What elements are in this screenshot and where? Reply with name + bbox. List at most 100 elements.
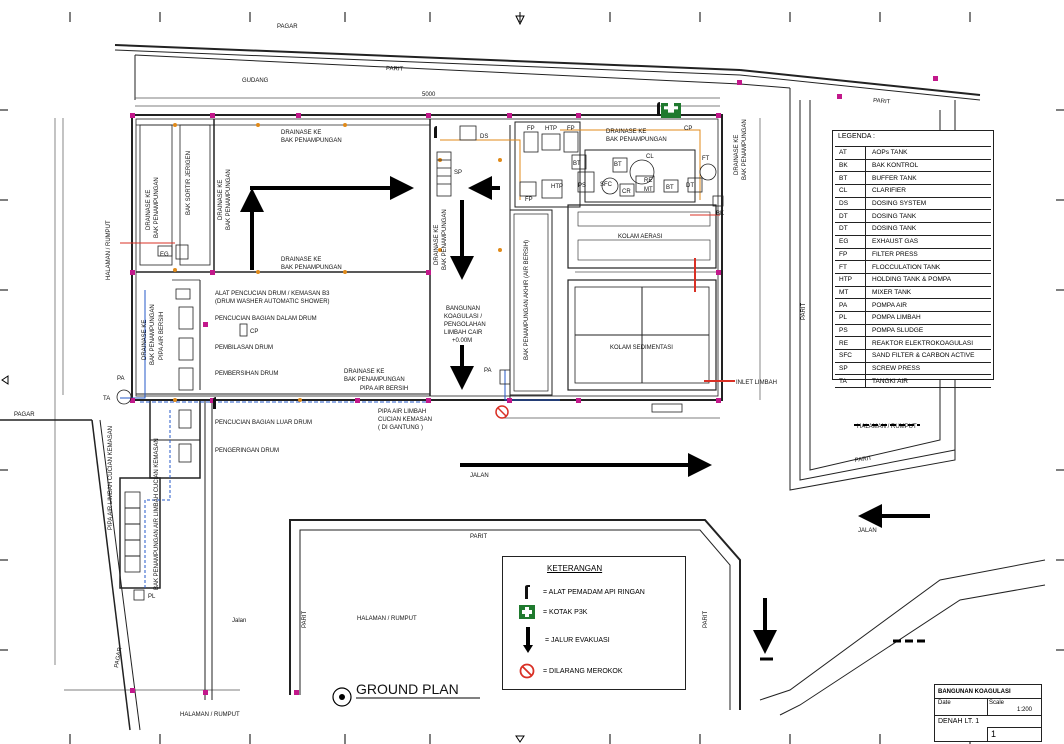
drainase-v3: DRAINASE KE [434,225,440,265]
legend-code: CL [835,185,866,197]
parit-far-right-label: PARIT [801,302,807,320]
equipment-symbols [116,125,724,601]
legend-description: BAK KONTROL [872,162,919,170]
pipa-limbah-2: CUCIAN KEMASAN [378,417,432,423]
halaman-right-label: HALAMAN / RUMPUT [857,424,917,430]
inlet-limbah: INLET LIMBAH [736,380,777,386]
drainase-top-1: DRAINASE KE [281,130,321,136]
legend-description: MIXER TANK [872,288,912,296]
bak-vertical: BAK PENAMPUNGAN AIR LIMBAH CUCIAN KEMASA… [154,438,160,590]
legend-description: FLOCCULATION TANK [872,263,941,271]
jalan-label: JALAN [470,473,489,479]
parit-left-label: PARIT [302,610,308,628]
eq-cl: CL [646,154,654,160]
equipment-labels: DS SP FP HTP FP HTP FP BT PS SFC RE BT C… [103,126,724,600]
kolam-sedimentasi: KOLAM SEDIMENTASI [610,345,673,351]
bak-akhir: BAK PENAMPUNGAN AKHIR (AIR BERSIH) [524,240,530,360]
legend-code: BK [835,159,866,172]
lower-roads [0,419,1046,731]
no-smoking-icon [519,663,535,679]
eq-cr: CR [622,189,631,195]
eq-ds: DS [480,134,488,140]
eq-sp: SP [454,170,462,176]
legend-code: PA [835,299,866,311]
drainase-v5b: BAK PENAMPUNGAN [742,119,748,180]
parit-top-label: PARIT [386,66,404,73]
legend-code: DT [835,210,866,223]
keterangan-label-merokok: = DILARANG MEROKOK [543,667,623,675]
drainase-lower-2: BAK PENAMPUNGAN [344,377,405,383]
north-marker-left [1,375,9,385]
first-aid-icon [519,605,535,619]
pengeringan: PENGERINGAN DRUM [215,448,279,454]
legend-description: DOSING TANK [872,225,917,233]
legend-description: EXHAUST GAS [872,238,919,246]
drainase-lower-1: DRAINASE KE [344,369,384,375]
evacuation-arrow-icon [523,627,533,653]
pagar-top-label: PAGAR [277,24,298,30]
bak-sortir: BAK SORTIR JERIGEN [186,151,192,215]
drainase-v1b: BAK PENAMPUNGAN [154,177,160,238]
title-block-number: 1 [991,729,997,739]
parit-road-label: PARIT [854,456,872,464]
legend-description: SAND FILTER & CARBON ACTIVE [872,352,975,360]
dimension-lines [54,97,761,691]
eq-re: RE [644,178,652,184]
keterangan-row-p3k: = KOTAK P3K [519,605,587,619]
alat-pencucian-2: (DRUM WASHER AUTOMATIC SHOWER) [215,299,330,305]
parit-right-top-label: PARIT [873,98,891,106]
pagar-left-label: PAGAR [14,412,35,418]
drainase-right-2: BAK PENAMPUNGAN [606,137,667,143]
legend-code: FP [835,248,866,261]
eq-mt: MT [644,187,653,193]
keterangan-row-merokok: = DILARANG MEROKOK [519,663,623,679]
fire-extinguisher-icon-plan-2 [213,397,216,409]
drainase-top-2: BAK PENAMPUNGAN [281,138,342,144]
fire-extinguisher-icon [525,585,530,599]
halaman-top-label: HALAMAN / RUMPUT [106,220,112,280]
jalan-right-label: JALAN [858,528,877,534]
title-block-date-label: Date [938,700,951,706]
eq-bt2: BT [614,162,622,168]
no-smoking-icon-plan [495,405,509,419]
title-block-scale-value: 1:200 [1017,707,1033,713]
eq-htp: HTP [545,126,557,132]
gudang-label: GUDANG [242,78,269,84]
bangunan-1: BANGUNAN [446,306,480,312]
eq-ps: PS [578,183,586,189]
drainase-v5: DRAINASE KE [734,135,740,175]
eq-bt: BT [573,161,581,167]
eq-bt3: BT [666,185,674,191]
legend-code: DS [835,197,866,210]
bangunan-3: PENGOLAHAN [444,322,486,328]
annex-walls [119,399,213,700]
drainase-v4: DRAINASE KE [142,320,148,360]
title-block-scale-label: Scale [989,700,1005,706]
keterangan-row-apar: = ALAT PEMADAM API RINGAN [521,585,645,599]
pipa-limbah-3: ( DI GANTUNG ) [378,425,423,431]
title-block-name: BANGUNAN KOAGULASI [938,689,1011,695]
legend-code: RE [835,337,866,349]
bangunan-5: +0.00M [452,338,472,344]
ground-plan-label: GROUND PLAN [356,681,459,697]
title-block-sheet: DENAH LT. 1 [938,718,980,725]
pagar-bottom-label: PAGAR [114,646,124,668]
legend-code: PL [835,311,866,324]
eq-fp: FP [527,126,535,132]
north-marker-bottom [515,735,525,743]
eq-cp2: CP [684,126,692,132]
halaman-center-label: HALAMAN / RUMPUT [357,616,417,622]
drainase-v2: DRAINASE KE [218,180,224,220]
drainase-v4b: BAK PENAMPUNGAN [150,304,156,365]
pipa-v-left: PIPA AIR BERSIH [159,312,165,360]
